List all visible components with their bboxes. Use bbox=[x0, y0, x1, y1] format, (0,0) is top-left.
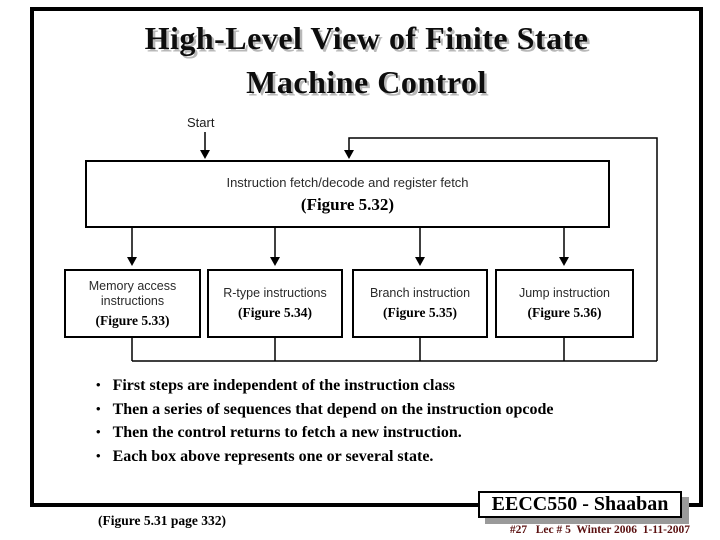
memory-access-figure-ref: (Figure 5.33) bbox=[95, 312, 170, 328]
bullet-list: First steps are independent of the instr… bbox=[96, 374, 656, 468]
bullet-item: Then a series of sequences that depend o… bbox=[96, 398, 656, 422]
branch-label: Branch instruction bbox=[369, 286, 471, 300]
rtype-figure-ref: (Figure 5.34) bbox=[238, 305, 312, 320]
memory-access-box: Memory access instructions (Figure 5.33) bbox=[64, 269, 201, 338]
jump-figure-ref: (Figure 5.36) bbox=[527, 305, 602, 320]
memory-access-label-line1: Memory access bbox=[88, 278, 177, 293]
memory-access-label-line2: instructions bbox=[100, 293, 165, 308]
bullet-text: First steps are independent of the instr… bbox=[112, 377, 455, 394]
bullet-text: Then a series of sequences that depend o… bbox=[112, 400, 554, 418]
slide-title-line2: Machine Control bbox=[246, 64, 487, 100]
jump-label: Jump instruction bbox=[518, 286, 610, 300]
jump-box: Jump instruction (Figure 5.36) bbox=[495, 269, 634, 338]
bullet-item: Each box above represents one or several… bbox=[96, 445, 656, 469]
lecture-info: #27 Lec # 5 Winter 2006 1-11-2007 bbox=[509, 524, 690, 536]
slide-title-line1: High-Level View of Finite State bbox=[144, 20, 589, 56]
bullet-item: Then the control returns to fetch a new … bbox=[96, 421, 656, 445]
branch-figure-ref: (Figure 5.35) bbox=[383, 305, 457, 320]
rtype-box: R-type instructions (Figure 5.34) bbox=[207, 269, 343, 338]
branch-box: Branch instruction (Figure 5.35) bbox=[352, 269, 488, 338]
start-label: Start bbox=[187, 115, 215, 130]
bullet-text: Then the control returns to fetch a new … bbox=[112, 424, 462, 441]
rtype-label: R-type instructions bbox=[223, 286, 327, 300]
course-badge: EECC550 - Shaaban bbox=[478, 491, 682, 518]
figure-reference: (Figure 5.31 page 332) bbox=[98, 513, 226, 528]
fetch-decode-box: Instruction fetch/decode and register fe… bbox=[85, 160, 610, 228]
fetch-decode-figure-ref: (Figure 5.32) bbox=[300, 195, 395, 214]
slide-title: High-Level View of Finite State Machine … bbox=[30, 16, 703, 104]
bullet-text: Each box above represents one or several… bbox=[112, 447, 434, 465]
slide-border-frame bbox=[30, 7, 703, 507]
fetch-decode-label: Instruction fetch/decode and register fe… bbox=[226, 175, 469, 190]
bullet-item: First steps are independent of the instr… bbox=[96, 374, 656, 398]
